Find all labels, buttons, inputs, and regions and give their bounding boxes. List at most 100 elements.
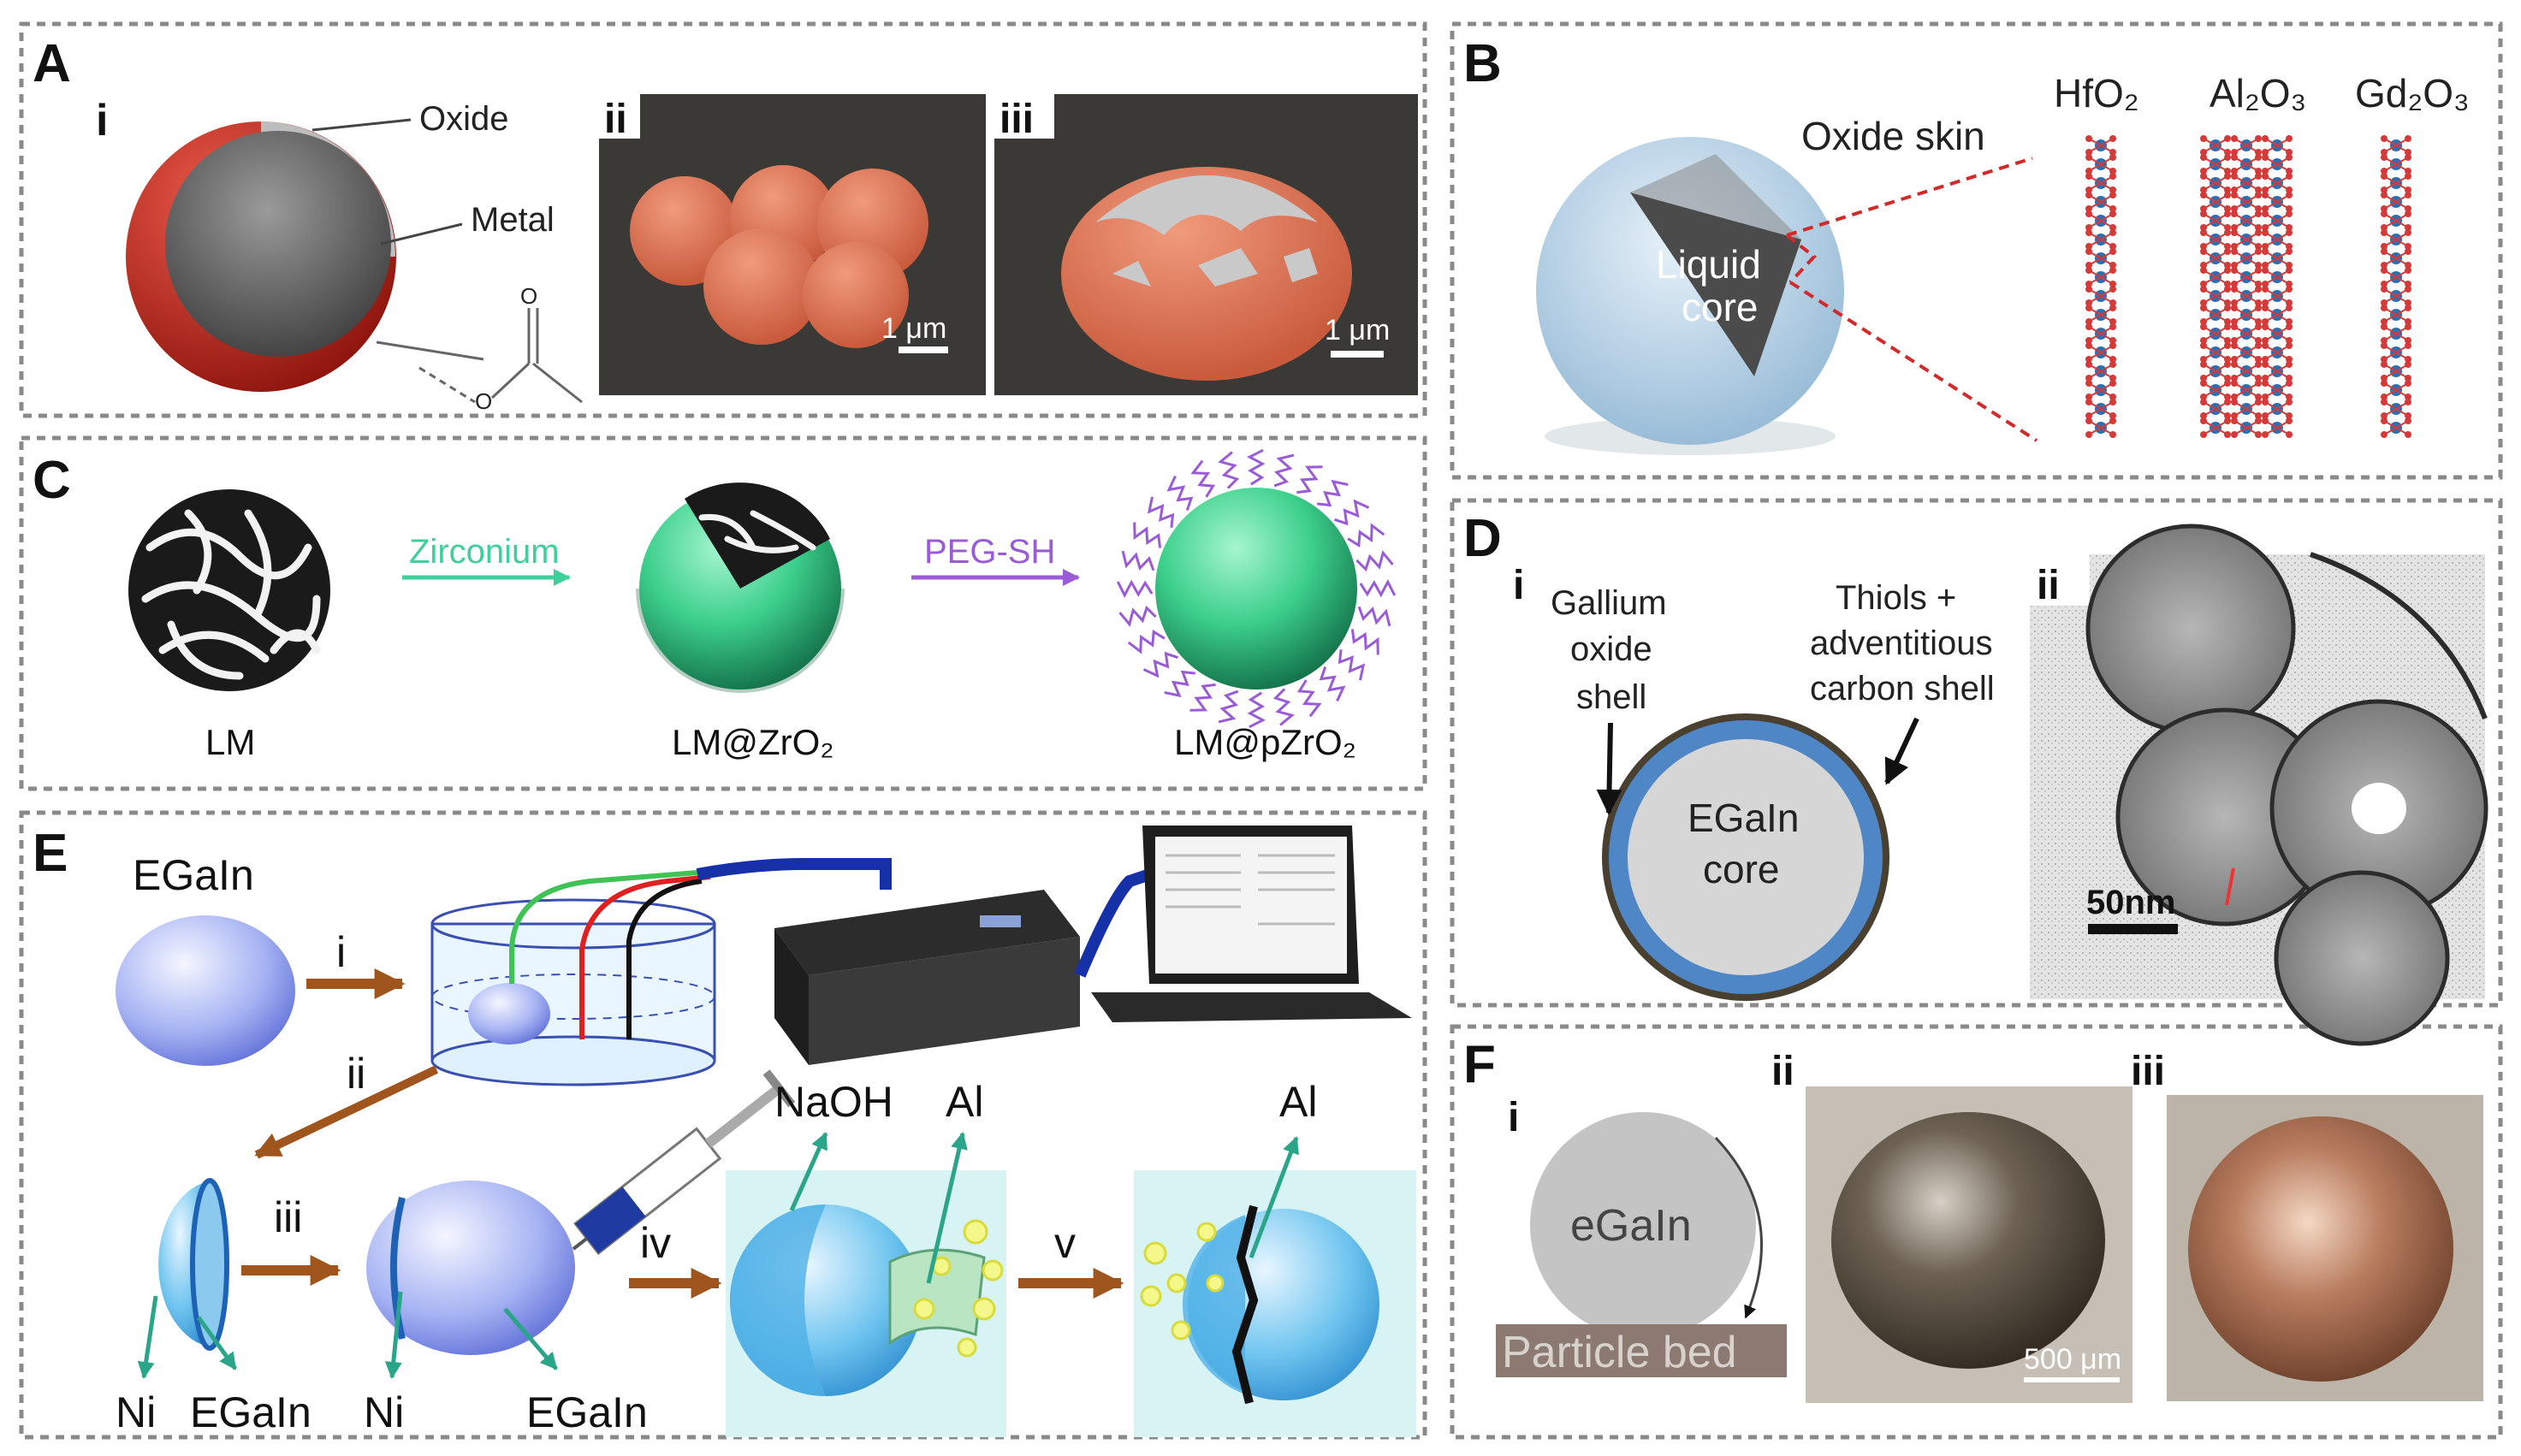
rolling-arrow	[1714, 1136, 1764, 1319]
lm-label: LM	[205, 722, 255, 762]
oxide-skin-label: Oxide skin	[1801, 114, 1985, 158]
liquid-core-line2: core	[1682, 285, 1758, 329]
egain-label-2: EGaIn	[526, 1388, 648, 1436]
naoh-reaction	[726, 1170, 1006, 1437]
gallium-line3: shell	[1576, 678, 1646, 716]
step-ii-label: ii	[347, 1050, 365, 1098]
tem-particles	[2085, 524, 2488, 1046]
egain-ball-label: eGaIn	[1570, 1201, 1692, 1251]
panel-f-label: F	[1463, 1035, 1496, 1094]
step-i-label: i	[336, 928, 346, 976]
step-v-label: v	[1054, 1219, 1076, 1267]
panel-d-sub-ii: ii	[2037, 563, 2060, 608]
panel-a-sub-i: i	[96, 96, 108, 145]
panel-a-sub-ii: ii	[604, 97, 627, 142]
liquid-core-cutaway	[1630, 192, 1801, 376]
tem-scale-label: 50nm	[2086, 884, 2176, 921]
ni-label-2: Ni	[364, 1388, 404, 1436]
step-iii-label: iii	[274, 1193, 302, 1241]
cable-to-laptop	[1074, 867, 1158, 978]
coated-ball-copper	[2188, 1116, 2453, 1382]
liquid-core-line1: Liquid	[1656, 242, 1761, 287]
al2o3-label: Al₂O₃	[2210, 71, 2306, 115]
split-droplet	[158, 1178, 229, 1351]
electrochemical-cell	[430, 858, 892, 1086]
particle-bed-label: Particle bed	[1502, 1328, 1737, 1377]
ligand-o-top: O	[520, 283, 537, 309]
metal-label: Metal	[471, 201, 555, 239]
egain-droplet	[116, 915, 295, 1066]
zirconium-label: Zirconium	[409, 533, 560, 571]
panel-f-sub-i: i	[1508, 1095, 1519, 1140]
panel-d-label: D	[1463, 509, 1502, 568]
metal-leader	[380, 222, 463, 246]
photo-scale-bar	[2024, 1377, 2120, 1382]
thiols-line1: Thiols +	[1836, 579, 1956, 617]
scale-bar-ii	[899, 346, 948, 353]
coated-ball-dark	[1831, 1112, 2105, 1369]
lm-zro2-label: LM@ZrO₂	[672, 722, 834, 762]
lm-pzro2-label: LM@pZrO₂	[1174, 722, 1356, 762]
scale-label-ii: 1 μm	[881, 312, 946, 345]
panel-d-sub-i: i	[1513, 563, 1524, 608]
gallium-line1: Gallium	[1551, 584, 1667, 622]
thiols-line3: carbon shell	[1810, 670, 1995, 707]
syringe	[572, 1069, 796, 1256]
gd2o3-label: Gd₂O₃	[2355, 71, 2470, 115]
panel-f: F i eGaIn Particle bed ii 500 μm iii	[1463, 1035, 2483, 1403]
panel-b-border	[1450, 21, 2503, 480]
ligand-o-bottom: O	[475, 388, 492, 414]
panel-a-label: A	[33, 34, 71, 93]
panel-c-label: C	[33, 451, 71, 510]
arrow-ii	[254, 1065, 439, 1159]
zoom-lines	[1785, 157, 2038, 442]
particle-bed	[1496, 1324, 1787, 1377]
step-iv-label: iv	[640, 1219, 671, 1267]
gallium-line2: oxide	[1570, 630, 1652, 668]
panel-a-sub-iii: iii	[1000, 97, 1034, 142]
panel-a: A i Oxide Metal O O ii	[33, 34, 1418, 414]
lm-zro2-particle	[636, 482, 845, 693]
panel-b-label: B	[1463, 34, 1502, 93]
potentiostat	[774, 890, 1080, 1065]
panel-d: D i Gallium oxide shell Thiols + adventi…	[1463, 509, 2488, 1046]
panel-b: B Liquid core Oxide skin HfO₂ Al₂O₃ Gd₂O…	[1463, 34, 2470, 455]
panel-c: C LM Zirconium	[33, 448, 1397, 762]
scale-label-iii: 1 μm	[1325, 314, 1390, 346]
panel-d-border	[1450, 498, 2503, 1008]
panel-e: E EGaIn i	[33, 824, 1416, 1437]
oxide-label: Oxide	[419, 100, 509, 138]
ni-label-1: Ni	[116, 1388, 156, 1436]
panel-c-border	[19, 435, 1427, 791]
egain-ball	[1530, 1112, 1756, 1338]
metal-core	[165, 131, 391, 357]
tem-red-arrow	[2225, 867, 2235, 906]
panel-e-label: E	[33, 824, 68, 883]
oxide-leader	[311, 118, 412, 132]
ligand-structure	[376, 308, 583, 404]
crystal-structures	[2085, 135, 2411, 438]
panel-borders	[19, 21, 2503, 1440]
egain-top-label: EGaIn	[133, 851, 254, 899]
peg-sh-label: PEG-SH	[924, 533, 1055, 571]
al-label-2: Al	[1279, 1078, 1317, 1126]
panel-a-border	[19, 21, 1427, 418]
lm-pzro2-particle	[1116, 448, 1397, 729]
sem-particles-ii	[630, 165, 928, 348]
gallium-arrow	[1596, 722, 1622, 815]
egain-label-1: EGaIn	[190, 1388, 311, 1436]
laptop	[1091, 826, 1412, 1022]
core-line2: core	[1703, 847, 1779, 891]
panel-f-border	[1450, 1024, 2503, 1440]
panel-f-sub-ii: ii	[1771, 1049, 1794, 1094]
thiols-line2: adventitious	[1810, 624, 1992, 662]
scale-bar-iii	[1331, 351, 1384, 358]
sem-particles-iii	[1061, 167, 1352, 381]
panel-f-sub-iii: iii	[2131, 1049, 2165, 1094]
cracked-droplet	[1134, 1170, 1416, 1437]
core-line1: EGaIn	[1688, 796, 1799, 840]
tem-scale-bar	[2088, 924, 2178, 934]
al-label-1: Al	[946, 1078, 983, 1126]
